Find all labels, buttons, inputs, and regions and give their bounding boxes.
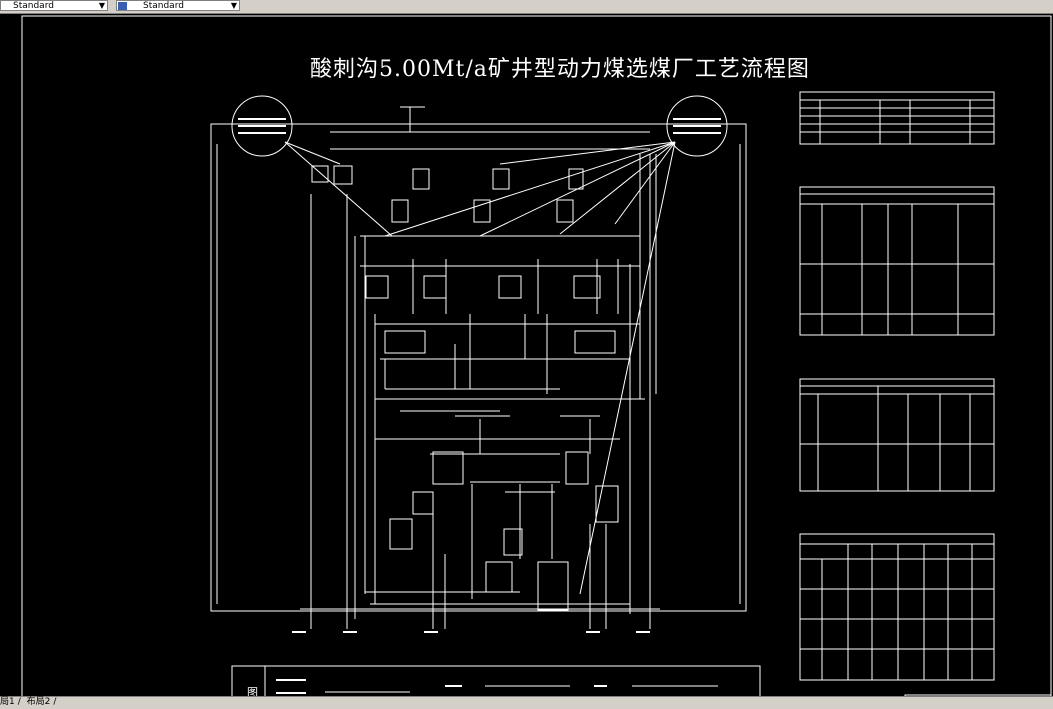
raw-coal-silo-right	[666, 95, 728, 157]
layout-tabs-bar: 局1/ 布局2/	[0, 696, 1053, 709]
tab-layout2[interactable]: 布局2	[26, 697, 51, 707]
legend-label: 图	[247, 686, 258, 699]
chevron-down-icon: ▼	[98, 1, 105, 10]
equipment-table-4	[799, 533, 995, 681]
raw-coal-silo-left	[231, 95, 293, 157]
dim-style-dropdown[interactable]: Standard ▼	[116, 0, 240, 11]
equipment-table-2	[799, 186, 995, 336]
equipment-table-1	[799, 91, 995, 145]
feed-line	[284, 141, 393, 237]
tab-separator: /	[53, 697, 57, 707]
equipment-table-3	[799, 378, 995, 492]
drawing-frame	[21, 15, 1052, 698]
chevron-down-icon: ▼	[230, 1, 237, 10]
diagram-boundary	[210, 123, 747, 612]
dimension-style-icon	[118, 2, 127, 10]
dim-style-value: Standard	[143, 1, 184, 11]
text-style-dropdown[interactable]: Standard ▼	[0, 0, 108, 11]
tab-layout1[interactable]: 局1	[0, 697, 15, 707]
equipment-blocks	[311, 165, 619, 611]
legend-box	[231, 665, 761, 702]
text-style-value: Standard	[13, 1, 54, 11]
top-toolbar: Standard ▼ Standard ▼	[0, 0, 1053, 14]
tab-separator: /	[17, 697, 21, 707]
flowsheet-drawing	[21, 15, 1052, 702]
drawing-title: 酸刺沟5.00Mt/a矿井型动力煤选煤厂工艺流程图	[310, 57, 810, 82]
drawing-canvas[interactable]: 酸刺沟5.00Mt/a矿井型动力煤选煤厂工艺流程图 图	[0, 14, 1053, 702]
